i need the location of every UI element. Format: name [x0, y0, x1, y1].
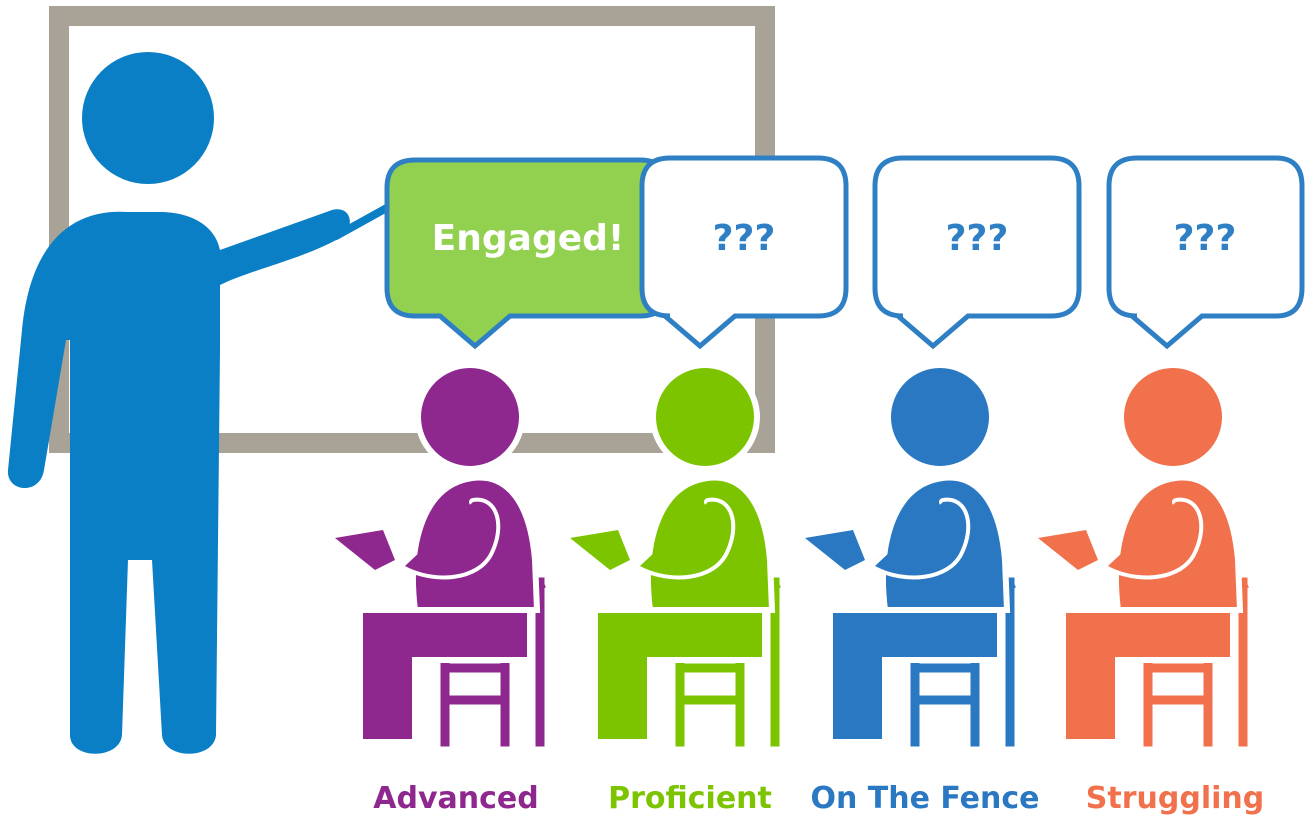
student-struggling-icon [1038, 365, 1243, 742]
label-proficient: Proficient [608, 781, 772, 816]
student-proficient-icon [570, 365, 775, 742]
label-on-the-fence: On The Fence [810, 781, 1039, 816]
student-on-the-fence-icon [805, 365, 1010, 742]
engaged-text: Engaged! [432, 218, 625, 259]
question-text-2: ??? [946, 218, 1009, 259]
question-text-1: ??? [713, 218, 776, 259]
student-advanced-icon [335, 365, 540, 742]
label-struggling: Struggling [1086, 781, 1264, 816]
question-text-3: ??? [1174, 218, 1237, 259]
question-speech-bubble-1 [639, 155, 849, 350]
label-advanced: Advanced [373, 781, 538, 816]
teacher-pointing-icon [7, 52, 396, 754]
question-speech-bubble-2 [872, 155, 1082, 350]
question-speech-bubble-3 [1106, 155, 1305, 350]
